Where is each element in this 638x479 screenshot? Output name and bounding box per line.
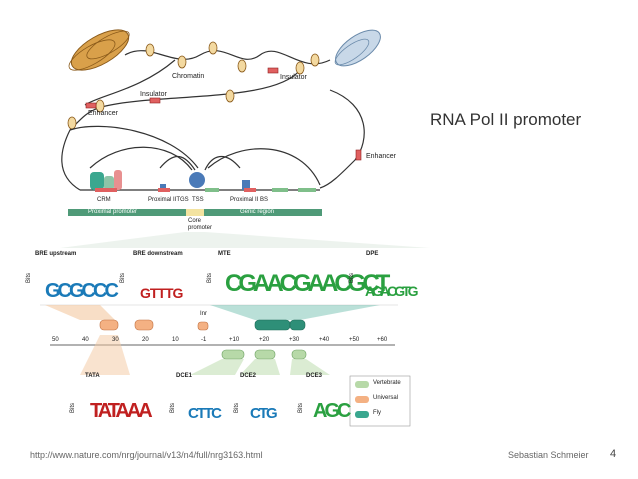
motif-dce2-logo: CTG	[250, 405, 278, 422]
bits-label-3: Bits	[207, 272, 214, 284]
legend-fly: Fly	[373, 410, 381, 416]
nucleosomes	[67, 41, 320, 130]
motif-tata-logo: TATAAA	[90, 400, 153, 422]
motif-mte-logo: CGAACGAACGCT	[225, 270, 390, 297]
core-promoter-bar	[186, 209, 204, 216]
tick-20: 20	[142, 337, 149, 343]
bits-label-2: Bits	[120, 272, 127, 284]
tick-50: 50	[52, 337, 59, 343]
chromatin-label: Chromatin	[172, 73, 205, 80]
tick-40: 40	[82, 337, 89, 343]
core-promoter-label: Core promoter	[188, 218, 213, 231]
legend	[349, 375, 411, 427]
motif-tata-title: TATA	[85, 373, 100, 379]
genic-region-bar	[204, 209, 322, 216]
proximal-ii-bs-label: Proximal II BS	[230, 197, 269, 203]
tick-30: 30	[112, 337, 119, 343]
proximal-promoter-bar	[68, 209, 186, 216]
insulator-label-top: Insulator	[280, 74, 307, 81]
tick-plus30: +30	[289, 337, 300, 343]
motif-bre-downstream-title: BRE downstream	[133, 251, 183, 257]
bits-label-1: Bits	[26, 272, 33, 284]
motif-dce3-logo: AGC	[313, 400, 351, 422]
insulator-label-mid: Insulator	[140, 91, 167, 98]
slide-title: RNA Pol II promoter	[430, 110, 582, 129]
motif-mte-title: MTE	[218, 251, 231, 257]
chromatin-fiber-left	[68, 29, 130, 71]
motif-dce1-title: DCE1	[176, 373, 193, 379]
source-url: http://www.nature.com/nrg/journal/v13/n4…	[30, 450, 263, 460]
enhancer-label-left: Enhancer	[88, 110, 118, 117]
bits-label-5: Bits	[70, 402, 77, 414]
motif-dpe-logo: AGACGTG	[365, 283, 419, 299]
motif-bre-upstream-logo: GCGCCC	[45, 280, 119, 302]
regulatory-arrows	[69, 125, 321, 186]
legend-vertebrate: Vertebrate	[373, 380, 401, 386]
motif-dce3-title: DCE3	[306, 373, 323, 379]
tick-minus1: -1	[201, 337, 207, 343]
tick-plus60: +60	[377, 337, 388, 343]
crm-label: CRM	[97, 197, 111, 203]
motif-dpe-title: DPE	[366, 251, 379, 257]
motif-dce1-logo: CTTC	[188, 405, 222, 422]
bits-label-4: Bits	[349, 272, 356, 284]
promoter-proteins	[90, 170, 250, 190]
bits-label-7: Bits	[234, 402, 241, 414]
promoter-segments	[95, 188, 316, 192]
motif-bre-downstream-logo: GTTTG	[140, 285, 183, 301]
legend-universal: Universal	[373, 395, 399, 401]
tick-plus50: +50	[349, 337, 360, 343]
enhancer-label-right: Enhancer	[366, 153, 396, 160]
proximal-promoter-label: Proximal promoter	[88, 209, 138, 215]
tss-label: TSS	[192, 197, 204, 203]
motif-bre-upstream-title: BRE upstream	[35, 251, 77, 257]
author-name: Sebastian Schmeier	[508, 450, 589, 460]
bits-label-8: Bits	[298, 402, 305, 414]
genic-region-label: Genic region	[240, 209, 275, 215]
tick-10: 10	[172, 337, 179, 343]
proximal-iitgs-label: Proximal IITGS	[148, 197, 189, 203]
bits-label-6: Bits	[170, 402, 177, 414]
tick-plus20: +20	[259, 337, 270, 343]
tick-plus40: +40	[319, 337, 330, 343]
page-number: 4	[610, 448, 617, 460]
tick-plus10: +10	[229, 337, 240, 343]
inr-label: Inr	[200, 311, 208, 317]
axis-elements	[45, 305, 380, 375]
motif-dce2-title: DCE2	[240, 373, 257, 379]
chromatin-fiber-right	[334, 29, 381, 67]
